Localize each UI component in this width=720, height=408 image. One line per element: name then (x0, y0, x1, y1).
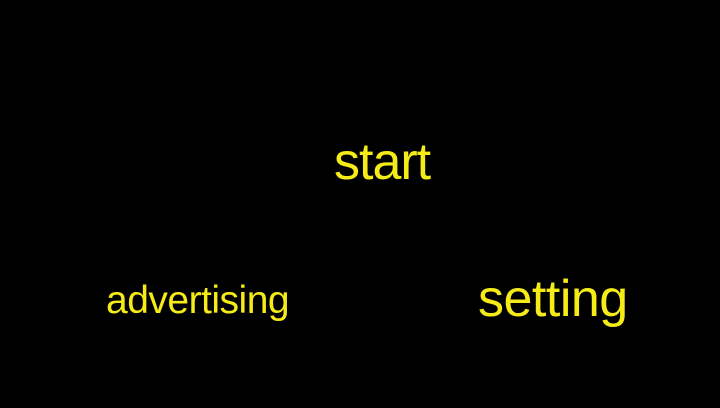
menu-item-setting[interactable]: setting (478, 270, 628, 328)
menu-item-advertising[interactable]: advertising (106, 279, 290, 322)
menu-item-start[interactable]: start (334, 133, 431, 191)
